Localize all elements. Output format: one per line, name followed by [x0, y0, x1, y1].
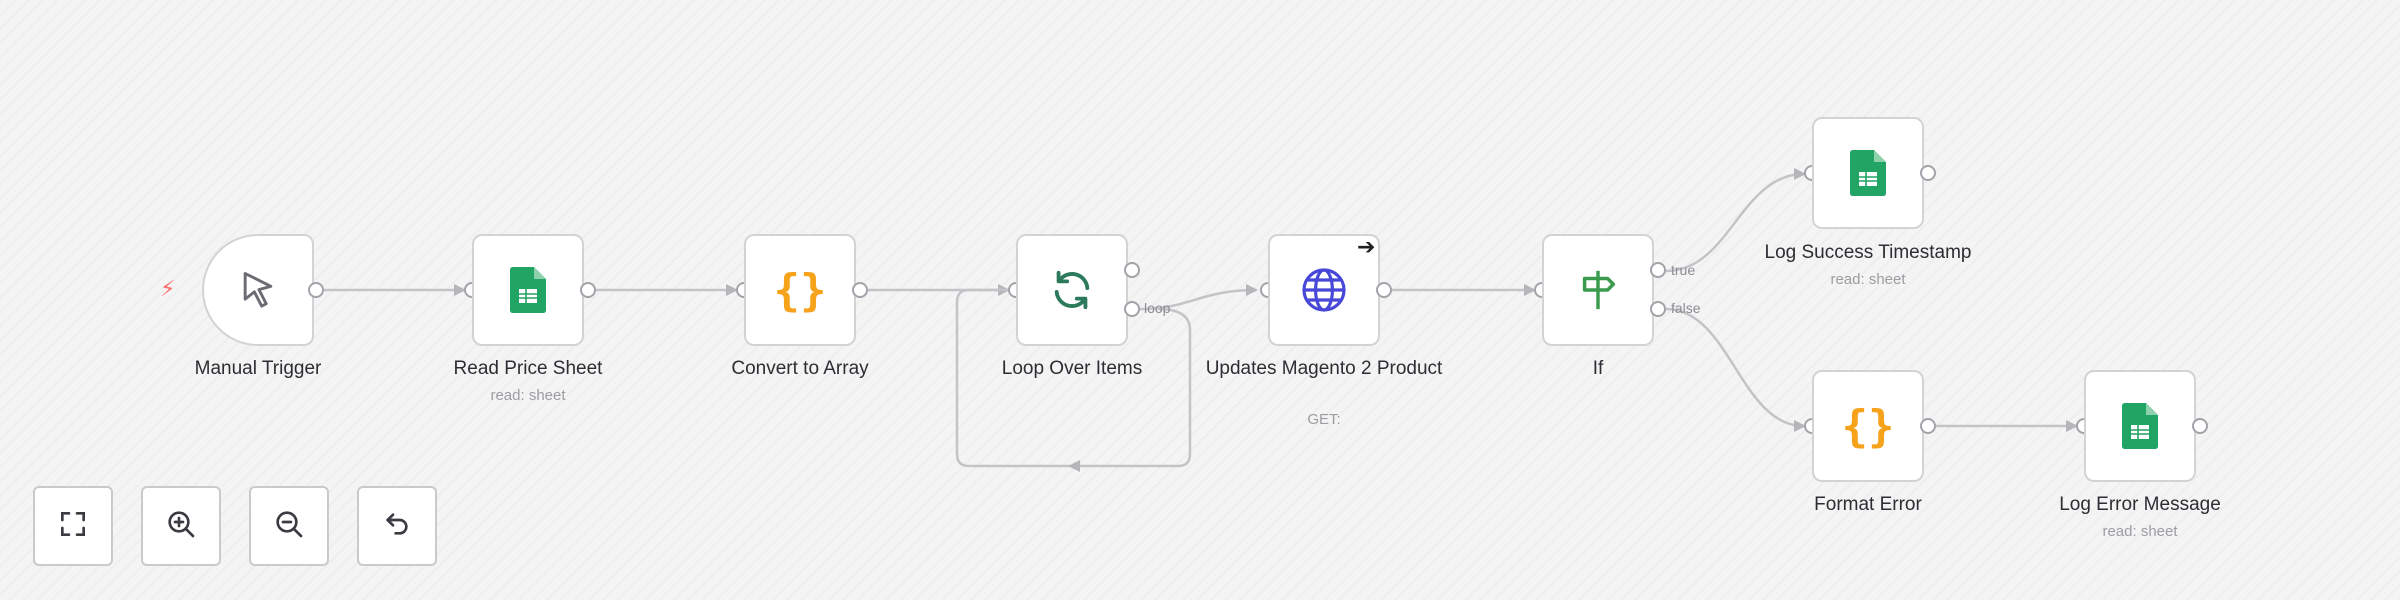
output-handle-false[interactable]: [1650, 301, 1666, 317]
node-log-success-timestamp[interactable]: [1812, 117, 1924, 229]
output-handle[interactable]: [852, 282, 868, 298]
output-handle[interactable]: [2192, 418, 2208, 434]
true-output-label: true: [1671, 262, 1696, 278]
node-subtitle: read: sheet: [1830, 271, 1906, 288]
output-handle[interactable]: [308, 282, 324, 298]
node-convert-to-array[interactable]: {}: [744, 234, 856, 346]
fullscreen-icon: [57, 508, 89, 545]
loop-output-label: loop: [1144, 300, 1171, 316]
connection-loop-to-magento: [1139, 284, 1258, 311]
node-title: Convert to Array: [731, 358, 869, 379]
node-format-error[interactable]: {}: [1812, 370, 1924, 482]
node-title: Log Error Message: [2059, 494, 2221, 515]
node-updates-magento-product[interactable]: [1268, 234, 1380, 346]
zoom-out-icon: [273, 508, 305, 545]
google-sheets-icon: [1850, 150, 1886, 196]
false-output-label: false: [1671, 300, 1701, 316]
node-title: Manual Trigger: [194, 358, 322, 379]
zoom-out-button[interactable]: [249, 486, 329, 566]
node-title: Log Success Timestamp: [1764, 242, 1972, 263]
output-handle-true[interactable]: [1650, 262, 1666, 278]
loop-back-arrowhead: [1068, 460, 1080, 472]
code-braces-icon: {}: [773, 264, 827, 316]
connection-loop-back: [955, 288, 1192, 468]
connection-if-false-to-format-error: [1665, 307, 1806, 432]
output-handle[interactable]: [1920, 165, 1936, 181]
node-loop-over-items[interactable]: [1016, 234, 1128, 346]
google-sheets-icon: [2122, 403, 2158, 449]
connection-if-true-to-log-success: [1665, 168, 1806, 273]
node-title: Read Price Sheet: [453, 358, 603, 379]
node-read-price-sheet[interactable]: [472, 234, 584, 346]
output-handle[interactable]: [1920, 418, 1936, 434]
cursor-icon: [236, 268, 280, 312]
node-subtitle: GET:: [1307, 411, 1341, 428]
arrow-right-icon: ➔: [1357, 234, 1376, 259]
zoom-in-icon: [165, 508, 197, 545]
node-log-error-message[interactable]: [2084, 370, 2196, 482]
zoom-in-button[interactable]: [141, 486, 221, 566]
node-manual-trigger[interactable]: [202, 234, 314, 346]
node-title: Format Error: [1814, 494, 1922, 515]
code-braces-icon: {}: [1841, 400, 1895, 452]
trigger-bolt-icon: ⚡: [160, 276, 176, 301]
output-handle[interactable]: [580, 282, 596, 298]
node-title: Loop Over Items: [1001, 358, 1143, 379]
output-handle-done[interactable]: [1124, 262, 1140, 278]
node-title: If: [1592, 358, 1604, 379]
loop-arrows-icon: [1049, 267, 1095, 313]
signpost-icon: [1575, 267, 1621, 313]
node-subtitle: read: sheet: [490, 387, 566, 404]
reset-zoom-button[interactable]: [357, 486, 437, 566]
node-if[interactable]: [1542, 234, 1654, 346]
node-subtitle: read: sheet: [2102, 523, 2178, 540]
google-sheets-icon: [510, 267, 546, 313]
output-handle-loop[interactable]: [1124, 301, 1140, 317]
output-handle[interactable]: [1376, 282, 1392, 298]
globe-icon: [1300, 266, 1348, 314]
undo-icon: [381, 508, 413, 545]
fit-view-button[interactable]: [33, 486, 113, 566]
node-title: Updates Magento 2 Product: [1205, 358, 1443, 379]
